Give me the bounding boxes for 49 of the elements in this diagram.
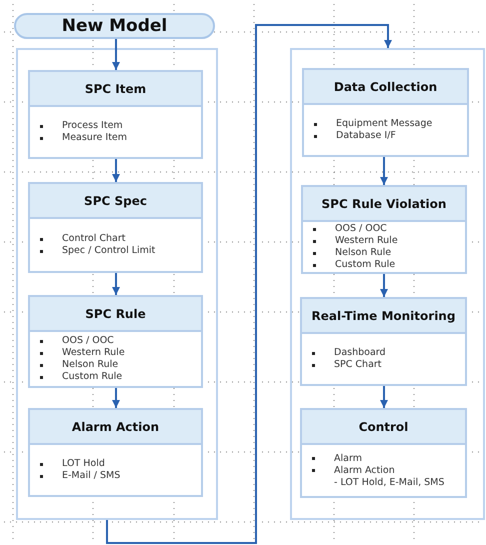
sub-item-text: - LOT Hold, E-Mail, SMS bbox=[334, 476, 444, 488]
card-heading: SPC Spec bbox=[30, 184, 201, 219]
flow-arrow bbox=[112, 159, 120, 182]
card-heading: Alarm Action bbox=[30, 410, 201, 445]
list-item-text: Process Item bbox=[62, 120, 123, 132]
card-heading: SPC Rule Violation bbox=[303, 187, 465, 222]
card-heading: Data Collection bbox=[304, 70, 467, 105]
group-panel bbox=[290, 48, 485, 520]
group-panel bbox=[16, 48, 218, 520]
list-item-text: Control Chart bbox=[62, 233, 126, 245]
flow-arrow bbox=[112, 388, 120, 408]
list-item-text: Dashboard bbox=[334, 347, 386, 359]
card-heading: Real-Time Monitoring bbox=[302, 299, 465, 334]
process-card bbox=[301, 185, 467, 274]
list-item-text: E-Mail / SMS bbox=[62, 470, 120, 482]
list-item-text: Equipment Message bbox=[336, 118, 432, 130]
card-heading: SPC Rule bbox=[30, 297, 201, 332]
process-card bbox=[302, 68, 469, 157]
flow-arrow bbox=[380, 157, 388, 185]
list-item-text: Spec / Control Limit bbox=[62, 245, 156, 257]
start-terminal bbox=[14, 13, 215, 39]
flow-arrow bbox=[112, 39, 120, 70]
list-item-text: OOS / OOC bbox=[335, 223, 387, 235]
list-item-text: LOT Hold bbox=[62, 458, 105, 470]
flow-arrow bbox=[380, 274, 388, 297]
list-item-text: Western Rule bbox=[335, 235, 398, 247]
list-item-text: SPC Chart bbox=[334, 359, 382, 371]
card-heading: Control bbox=[302, 410, 465, 445]
card-heading: SPC Item bbox=[30, 72, 201, 107]
process-card bbox=[28, 182, 203, 273]
list-item-text: Custom Rule bbox=[335, 259, 396, 271]
list-item-text: Alarm Action bbox=[334, 464, 395, 476]
process-card bbox=[28, 408, 203, 497]
process-card bbox=[300, 408, 467, 498]
list-item-text: OOS / OOC bbox=[62, 335, 114, 347]
list-item-text: Western Rule bbox=[62, 347, 125, 359]
process-card bbox=[28, 295, 203, 388]
flow-arrow bbox=[112, 273, 120, 295]
flow-arrow bbox=[106, 24, 392, 544]
process-card bbox=[28, 70, 203, 159]
terminal-label: New Model bbox=[62, 16, 168, 36]
list-item-text: Nelson Rule bbox=[62, 359, 118, 371]
list-item-text: Measure Item bbox=[62, 132, 128, 144]
list-item-text: Database I/F bbox=[336, 130, 396, 142]
list-item-text: Custom Rule bbox=[62, 371, 122, 383]
process-card bbox=[300, 297, 467, 386]
flow-arrow bbox=[380, 386, 388, 408]
list-item-text: Nelson Rule bbox=[335, 247, 392, 259]
list-item-text: Alarm bbox=[334, 452, 362, 464]
